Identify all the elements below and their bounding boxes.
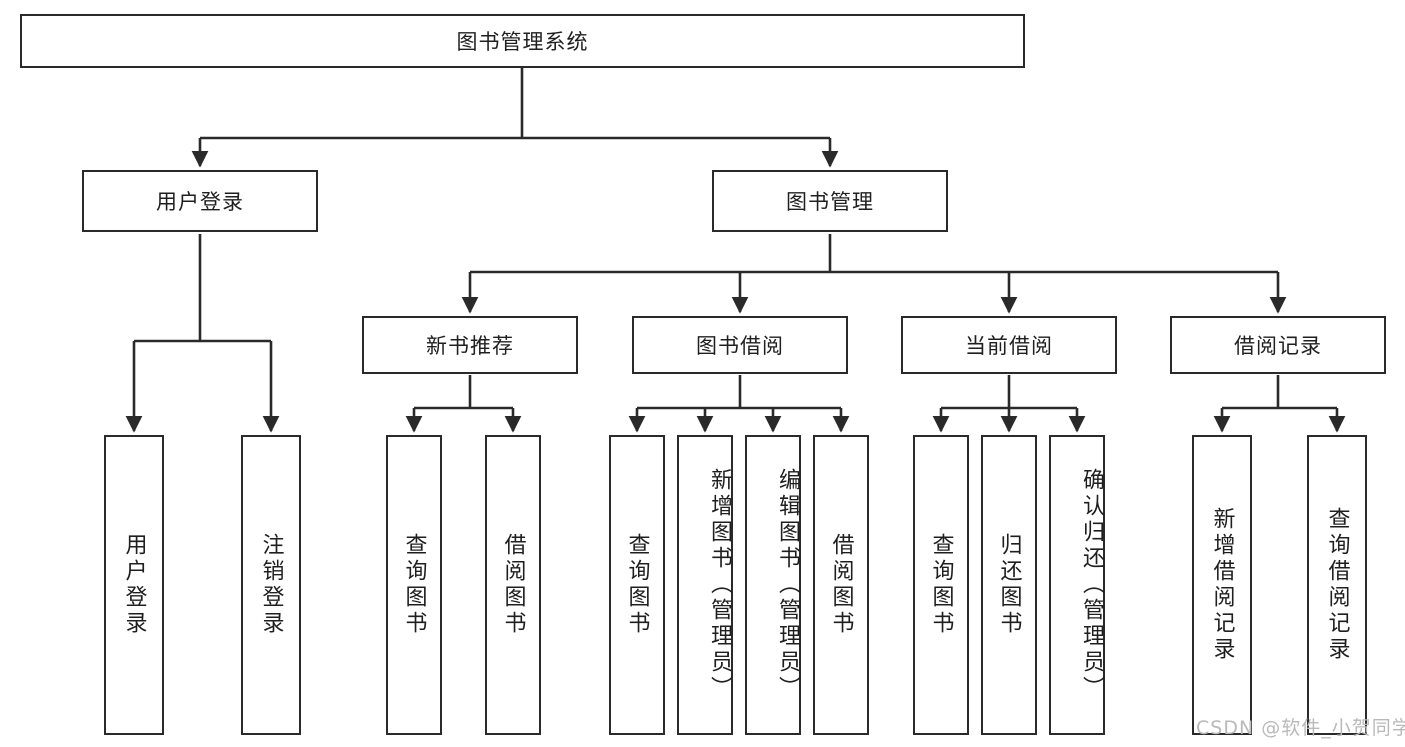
leaf-query-book-1[interactable]: 查询图书 [386,435,442,735]
node-root[interactable]: 图书管理系统 [20,14,1025,68]
leaf-user-login[interactable]: 用户登录 [104,435,164,735]
leaf-borrow-book-2[interactable]: 借阅图书 [813,435,869,735]
leaf-edit-book[interactable]: 编辑图书（管理员） [745,435,801,735]
node-book-manage-label: 图书管理 [786,190,874,214]
leaf-add-record-label: 新增借阅记录 [1209,507,1235,663]
node-borrow-record-label: 借阅记录 [1234,334,1322,358]
node-book-borrow[interactable]: 图书借阅 [632,316,848,374]
leaf-edit-book-label: 编辑图书（管理员） [775,468,800,702]
leaf-add-book-label: 新增图书（管理员） [707,468,732,702]
leaf-query-record[interactable]: 查询借阅记录 [1307,435,1367,735]
node-current-borrow-label: 当前借阅 [965,334,1053,358]
leaf-borrow-book-1-label: 借阅图书 [500,533,526,637]
node-borrow-record[interactable]: 借阅记录 [1170,316,1386,374]
leaf-query-record-label: 查询借阅记录 [1324,507,1350,663]
leaf-return-book-label: 归还图书 [996,533,1022,637]
node-book-borrow-label: 图书借阅 [696,334,784,358]
leaf-borrow-book-1[interactable]: 借阅图书 [485,435,541,735]
leaf-query-book-2-label: 查询图书 [624,533,650,637]
leaf-add-book[interactable]: 新增图书（管理员） [677,435,733,735]
node-current-borrow[interactable]: 当前借阅 [901,316,1117,374]
leaf-confirm-return[interactable]: 确认归还（管理员） [1049,435,1105,735]
leaf-query-book-2[interactable]: 查询图书 [609,435,665,735]
leaf-logout-login-label: 注销登录 [258,533,284,637]
leaf-query-book-1-label: 查询图书 [401,533,427,637]
leaf-query-book-3[interactable]: 查询图书 [913,435,969,735]
leaf-confirm-return-label: 确认归还（管理员） [1079,468,1104,702]
leaf-query-book-3-label: 查询图书 [928,533,954,637]
node-new-book-recommend[interactable]: 新书推荐 [362,316,578,374]
leaf-return-book[interactable]: 归还图书 [981,435,1037,735]
node-root-label: 图书管理系统 [456,30,589,54]
csdn-watermark: CSDN @软件_小贺同学 [1196,717,1405,739]
node-new-book-recommend-label: 新书推荐 [426,334,514,358]
node-user-login-label: 用户登录 [156,190,244,214]
leaf-logout-login[interactable]: 注销登录 [241,435,301,735]
leaf-borrow-book-2-label: 借阅图书 [828,533,854,637]
leaf-add-record[interactable]: 新增借阅记录 [1192,435,1252,735]
node-user-login[interactable]: 用户登录 [82,170,318,232]
leaf-user-login-label: 用户登录 [121,533,147,637]
node-book-manage[interactable]: 图书管理 [712,170,948,232]
